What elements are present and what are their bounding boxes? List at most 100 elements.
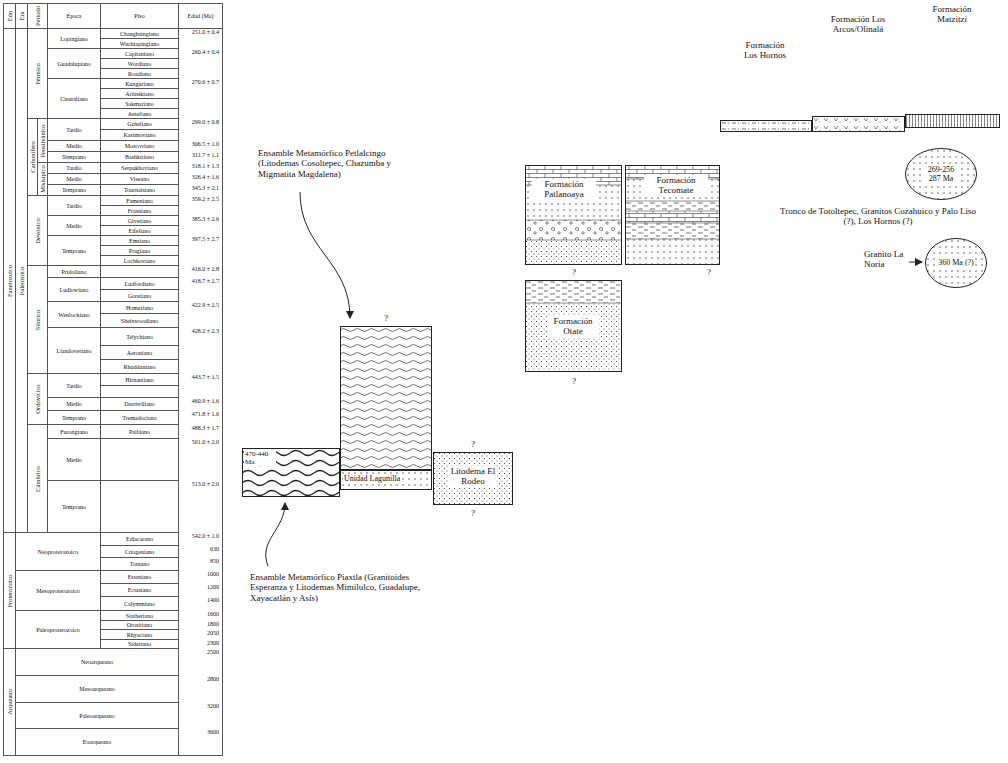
unit-column: 470-440 Ma	[242, 448, 340, 497]
lithology-band	[525, 280, 622, 303]
table-text: Kunguriano	[125, 81, 154, 87]
lithology-band	[905, 114, 1000, 128]
unit-label: Formación Patlanoaya	[532, 179, 596, 200]
table-cell: Eoarqueano	[15, 728, 179, 756]
unit-label: Unidad Lagunilla	[343, 474, 401, 483]
age-value: 488.3 ± 1.7	[179, 425, 219, 432]
table-cell: Temprano	[47, 480, 101, 533]
table-cell: Cisuraliano	[47, 78, 101, 119]
table-cell: Ectasiano	[100, 583, 179, 597]
age-value: 318.1 ± 1.3	[179, 163, 219, 170]
table-text: Medio	[66, 176, 82, 182]
age-value: 542.0 ± 1.0	[179, 533, 219, 540]
table-text: Lopingiano	[60, 36, 88, 42]
table-text: Rhuddaniano	[124, 364, 156, 370]
table-text-vertical: Eón	[6, 11, 13, 21]
table-cell: Silúrico	[27, 265, 48, 374]
table-text: Época	[67, 13, 82, 19]
table-text-vertical: Pensilvánico	[39, 124, 46, 157]
table-text-vertical: Cámbrico	[34, 466, 41, 492]
table-text: Criogeniano	[125, 549, 155, 555]
unit-column: Formación Matzitzi	[905, 114, 1000, 128]
age-value: 345.3 ± 2.1	[179, 185, 219, 192]
table-text: Hirnantiano	[125, 377, 154, 383]
unit-column: Formación Otate?	[525, 280, 622, 372]
table-cell: Devónico	[27, 195, 48, 266]
band-divider	[525, 240, 622, 241]
table-text: Mesoarqueano	[79, 686, 114, 692]
box-outline	[526, 281, 622, 372]
table-cell: Período	[27, 3, 48, 29]
box-outline	[906, 115, 1000, 128]
age-value: 1600	[179, 611, 219, 618]
table-text: Temprano	[62, 504, 86, 510]
table-text: Tardío	[66, 383, 82, 389]
table-text-vertical: Arqueano	[6, 689, 13, 715]
intrusive-body: 360 Ma (?)	[925, 238, 987, 288]
table-cell: Mesoproterozoico	[15, 570, 101, 611]
table-text: Eifeliano	[129, 228, 151, 234]
table-cell	[178, 28, 223, 756]
table-text-vertical: Proterozoico	[6, 574, 13, 607]
unit-pattern	[812, 116, 905, 132]
table-cell: Lopingiano	[47, 28, 101, 49]
table-cell: Aeroniano	[100, 345, 179, 360]
table-text: Homeriano	[126, 305, 153, 311]
table-text: Changhsingiano	[120, 31, 159, 37]
unit-label: Formación Los Arcos/Olinalá	[822, 14, 894, 35]
table-text-vertical: Misisípico	[39, 165, 46, 192]
table-text: Temprano	[62, 187, 86, 193]
lithology-band	[525, 303, 622, 372]
unit-label: Formación Los Hornos	[740, 40, 790, 61]
table-cell: Guadalupiano	[47, 48, 101, 79]
table-cell: Darriwiliano	[100, 397, 179, 411]
box-outline	[341, 327, 432, 470]
ellipse-outline	[906, 149, 977, 200]
table-text: Ectasiano	[128, 587, 151, 593]
box-outline	[434, 453, 513, 505]
age-value: 428.2 ± 2.3	[179, 328, 219, 335]
unit-column: Formación Los Hornos	[720, 120, 812, 132]
unit-pattern	[340, 326, 432, 470]
table-text: Temprano	[62, 415, 86, 421]
lithology-band	[525, 220, 622, 240]
unit-pattern	[720, 120, 812, 132]
table-text-vertical: Silúrico	[34, 309, 41, 330]
age-value: 359.2 ± 2.5	[179, 196, 219, 203]
table-cell: Temprano	[47, 235, 101, 266]
table-text: Moscoviano	[125, 143, 155, 149]
age-value: 1000	[179, 571, 219, 578]
table-cell: Sheinwoodiano	[100, 313, 179, 328]
query-mark: ?	[572, 267, 576, 277]
table-text: Pridoliano	[62, 269, 87, 275]
age-value: 326.4 ± 1.6	[179, 174, 219, 181]
table-text: Temprano	[62, 154, 86, 160]
table-cell: Medio	[47, 215, 101, 236]
unit-label: Formación Tecomate	[644, 175, 708, 196]
table-cell: Calymmiano	[100, 596, 179, 611]
table-cell	[100, 480, 179, 533]
table-text: Ediacarano	[126, 536, 153, 542]
table-cell: Telychiano	[100, 327, 179, 346]
lithology-band	[242, 448, 340, 497]
lithology-band	[433, 452, 513, 505]
age-value: 1400	[179, 597, 219, 604]
table-cell: Medio	[47, 438, 101, 481]
age-value: 385.3 ± 2.6	[179, 216, 219, 223]
age-value: 306.5 ± 1.0	[179, 141, 219, 148]
table-text: Paleoproterozoico	[36, 627, 80, 633]
lithology-band	[720, 120, 812, 132]
age-value: 422.9 ± 2.5	[179, 302, 219, 309]
table-text: Wuchiapingiano	[120, 41, 159, 47]
table-text: Edad (Ma)	[188, 13, 214, 19]
age-value: 311.7 ± 1.1	[179, 152, 219, 159]
unit-label: 269-256 287 Ma	[922, 165, 960, 183]
box-outline	[526, 166, 622, 265]
table-cell: Lochkoviano	[100, 255, 179, 266]
table-text: Llandoveriano	[57, 348, 92, 354]
table-text: Guadalupiano	[57, 61, 91, 67]
age-value: 251.0 ± 0.4	[179, 29, 219, 36]
table-cell: Hirnantiano	[100, 373, 179, 386]
leader-arrow	[266, 503, 285, 566]
table-text-vertical: Devónico	[34, 218, 41, 243]
